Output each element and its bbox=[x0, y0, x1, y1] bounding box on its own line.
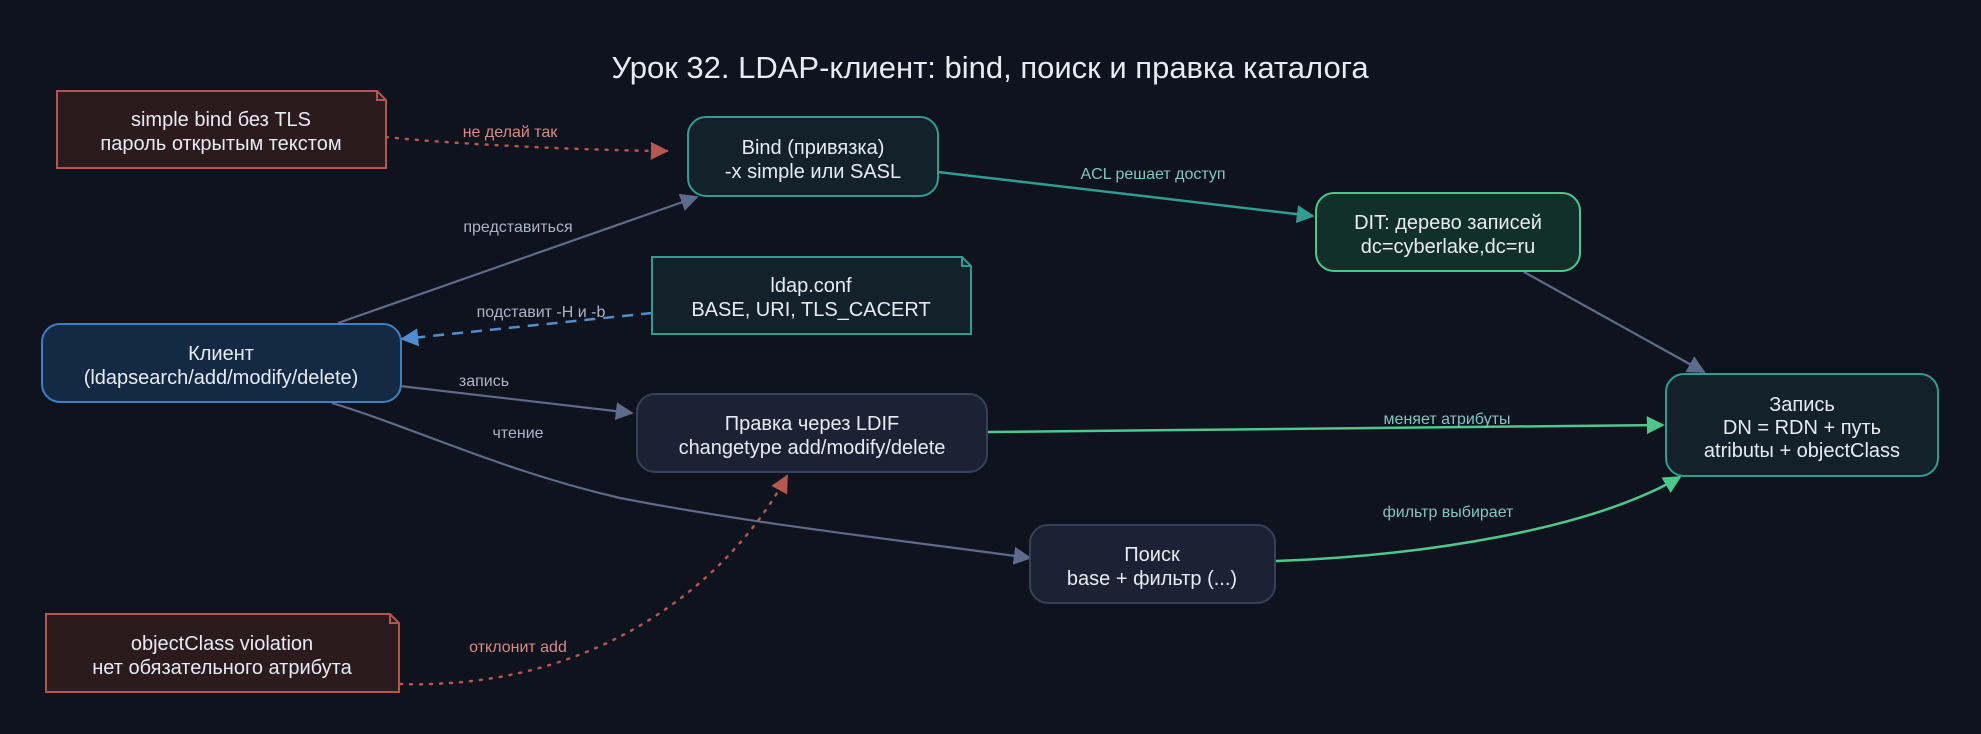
node-client: Клиент (ldapsearch/add/modify/delete) bbox=[41, 323, 402, 403]
edge-dont-do: не делай так bbox=[384, 124, 669, 160]
node-warn-bind-line1: simple bind без TLS bbox=[131, 109, 311, 131]
node-client-line2: (ldapsearch/add/modify/delete) bbox=[84, 367, 359, 389]
edge-reject: отклонит add bbox=[398, 474, 789, 686]
node-search-line2: base + фильтр (...) bbox=[1067, 568, 1237, 590]
edge-introduce: представиться bbox=[337, 193, 699, 325]
edge-substitute: подставит -H и -b bbox=[400, 304, 653, 347]
node-warn-bind: simple bind без TLS пароль открытым текс… bbox=[56, 90, 387, 169]
edge-dit-entry bbox=[1523, 271, 1706, 373]
node-dit-line1: DIT: дерево записей bbox=[1354, 212, 1542, 234]
edge-acl: ACL решает доступ bbox=[937, 166, 1315, 224]
node-ldif-line2: changetype add/modify/delete bbox=[679, 437, 946, 459]
node-dit-line2: dc=cyberlake,dc=ru bbox=[1361, 236, 1536, 258]
edge-read: чтение bbox=[331, 401, 1032, 565]
node-ldap-conf-line2: BASE, URI, TLS_CACERT bbox=[691, 299, 930, 321]
edge-label-introduce: представиться bbox=[463, 219, 572, 236]
edge-changes: меняет атрибуты bbox=[987, 411, 1665, 435]
node-ldap-conf: ldap.conf BASE, URI, TLS_CACERT bbox=[651, 256, 972, 335]
edge-label-changes: меняет атрибуты bbox=[1384, 411, 1511, 428]
node-warn-objectclass: objectClass violation нет обязательного … bbox=[45, 613, 400, 693]
edge-label-substitute: подставит -H и -b bbox=[477, 304, 606, 321]
node-warn-objectclass-line1: objectClass violation bbox=[131, 633, 313, 655]
node-entry-line3: atributы + objectClass bbox=[1704, 440, 1900, 462]
node-bind-line2: -x simple или SASL bbox=[725, 161, 901, 183]
node-entry-line2: DN = RDN + путь bbox=[1723, 417, 1881, 439]
node-entry-line1: Запись bbox=[1769, 394, 1835, 416]
node-ldap-conf-line1: ldap.conf bbox=[770, 275, 852, 297]
edge-filter: фильтр выбирает bbox=[1275, 475, 1682, 563]
node-warn-objectclass-line2: нет обязательного атрибута bbox=[92, 657, 352, 679]
edge-write: запись bbox=[399, 373, 634, 421]
edge-label-read: чтение bbox=[492, 425, 543, 442]
node-bind-line1: Bind (привязка) bbox=[742, 137, 885, 159]
edge-label-filter: фильтр выбирает bbox=[1383, 504, 1514, 521]
node-client-line1: Клиент bbox=[188, 343, 254, 365]
node-dit: DIT: дерево записей dc=cyberlake,dc=ru bbox=[1315, 192, 1581, 272]
node-search: Поиск base + фильтр (...) bbox=[1029, 524, 1276, 604]
diagram-title: Урок 32. LDAP-клиент: bind, поиск и прав… bbox=[611, 50, 1369, 85]
node-ldif: Правка через LDIF changetype add/modify/… bbox=[636, 393, 988, 473]
node-bind: Bind (привязка) -x simple или SASL bbox=[687, 116, 939, 197]
edge-label-dont-do: не делай так bbox=[463, 124, 559, 141]
node-warn-bind-line2: пароль открытым текстом bbox=[100, 133, 341, 155]
edge-label-reject: отклонит add bbox=[469, 639, 567, 656]
edge-label-acl: ACL решает доступ bbox=[1080, 166, 1225, 183]
node-ldif-line1: Правка через LDIF bbox=[725, 413, 900, 435]
node-entry: Запись DN = RDN + путь atributы + object… bbox=[1665, 373, 1939, 477]
node-search-line1: Поиск bbox=[1124, 544, 1180, 566]
edge-label-write: запись bbox=[459, 373, 509, 390]
